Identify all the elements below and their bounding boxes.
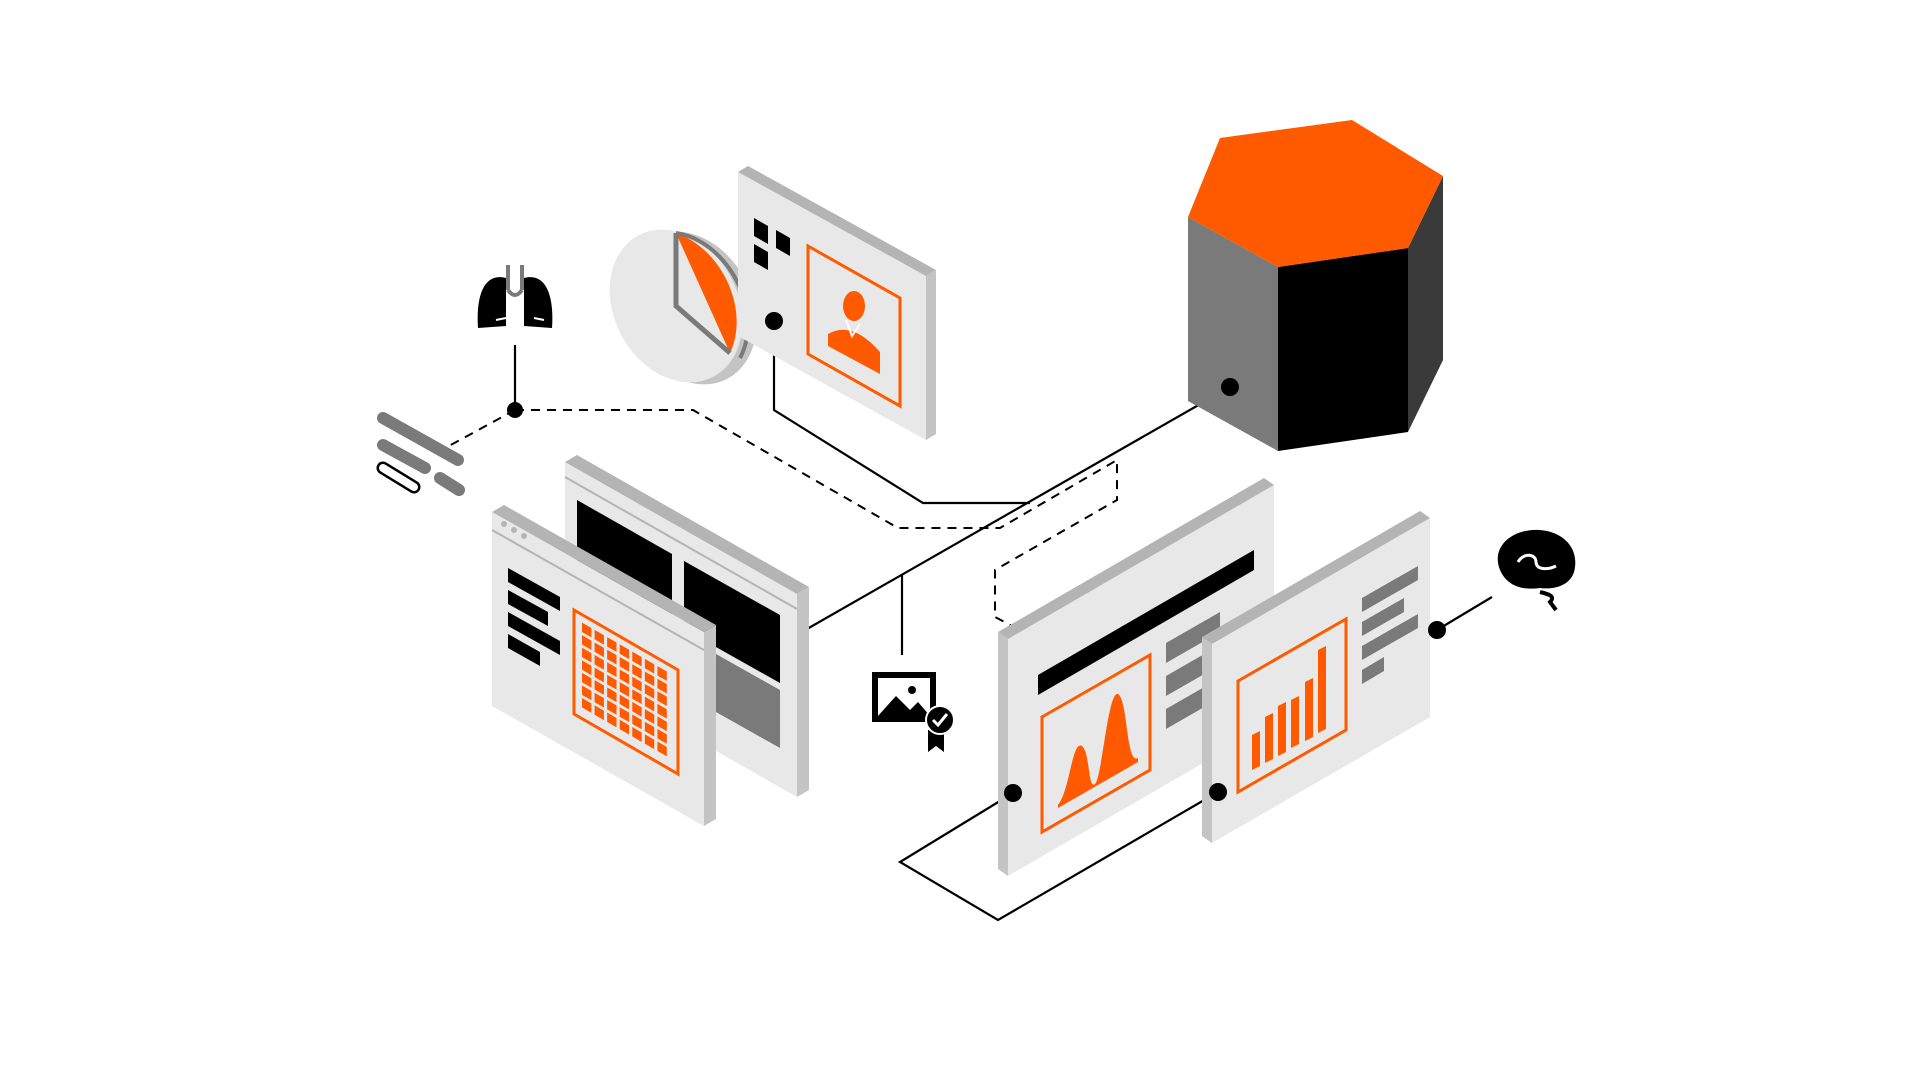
- heatmap-cell: [607, 637, 617, 652]
- heatmap-cell: [619, 682, 630, 697]
- heatmap-border: [572, 607, 680, 777]
- heatmap-cell: [632, 714, 642, 730]
- heatmap-cell: [644, 671, 655, 687]
- heatmap-cell: [632, 651, 642, 667]
- heatmap-cell: [582, 685, 592, 701]
- medical-tools-icon: [376, 412, 465, 496]
- connector-lines: [446, 321, 1493, 922]
- heatmap-cell: [607, 649, 617, 665]
- heatmap-cell: [644, 734, 655, 750]
- text-bars: [508, 568, 560, 666]
- bar-chart-icon: [1236, 616, 1348, 795]
- heatmap-cell: [582, 635, 592, 650]
- lungs-node: [477, 265, 553, 418]
- panel-squares: [754, 218, 790, 270]
- heatmap-cell: [582, 698, 592, 713]
- heatmap-cell: [607, 687, 617, 703]
- heatmap-cell: [619, 707, 630, 723]
- bar-chart-panel: [1202, 511, 1446, 843]
- front-window-panel: [491, 505, 716, 826]
- heatmap-cell: [582, 647, 592, 663]
- heatmap-cell: [644, 709, 655, 724]
- heatmap-cell: [632, 727, 642, 742]
- distribution-curve-icon: [1040, 652, 1152, 835]
- heatmap-cell: [657, 666, 667, 681]
- heatmap-cell: [657, 703, 667, 719]
- connector-profile-to-hub: [772, 321, 1030, 505]
- heatmap-cell: [657, 741, 667, 757]
- heatmap-cell: [632, 701, 642, 717]
- connector-hub-to-hexagon: [799, 386, 1231, 634]
- heatmap-cell: [619, 719, 630, 735]
- heatmap-cell: [644, 696, 655, 712]
- heatmap-cell: [607, 674, 617, 690]
- heatmap-cell: [594, 692, 604, 708]
- dashed-connectors: [446, 409, 1118, 631]
- heatmap-cell: [607, 712, 617, 728]
- heatmap-cell: [594, 629, 604, 645]
- heatmap-cell: [632, 676, 642, 692]
- user-profile-icon: [806, 243, 902, 409]
- heatmap-cell: [594, 642, 604, 658]
- connector-bottom-loop: [897, 791, 1219, 922]
- node-dot: [507, 402, 523, 418]
- checkmark-icon: [931, 713, 949, 728]
- heatmap-cell: [619, 656, 630, 672]
- heatmap-cell: [644, 684, 655, 699]
- brain-icon: [1497, 529, 1576, 612]
- heatmap-cell: [594, 655, 604, 670]
- heatmap-cell: [657, 678, 667, 694]
- heatmap-cell: [632, 689, 642, 705]
- connector-brain-link: [1436, 596, 1493, 631]
- heatmap-cell: [582, 672, 592, 688]
- lungs-icon: [477, 265, 553, 328]
- node-dot: [1004, 784, 1022, 802]
- heatmap-grid-icon: [572, 607, 680, 777]
- heatmap-cell: [582, 622, 592, 638]
- heatmap-cell: [619, 669, 630, 685]
- pie-slice-accent: [676, 233, 737, 353]
- distribution-panel: [998, 478, 1274, 876]
- heatmap-cell: [632, 664, 642, 679]
- node-dot: [1428, 621, 1446, 639]
- node-dot: [765, 312, 783, 330]
- heatmap-cell: [644, 721, 655, 737]
- hexagon-database-icon: [1188, 120, 1443, 451]
- pie-chart: [609, 229, 757, 385]
- text-bars: [1362, 566, 1418, 684]
- heatmap-cell: [607, 662, 617, 678]
- certified-image-icon: [872, 672, 955, 752]
- heatmap-cell: [582, 660, 592, 676]
- heatmap-cell: [657, 716, 667, 732]
- heatmap-cell: [619, 644, 630, 660]
- heatmap-cell: [619, 694, 630, 710]
- node-dot: [1221, 378, 1239, 396]
- heatmap-cell: [594, 705, 604, 721]
- heatmap-cell: [657, 691, 667, 707]
- window-dots: [501, 521, 527, 539]
- certification-badge: [925, 705, 955, 752]
- node-dot: [1209, 783, 1227, 801]
- heatmap-cell: [607, 699, 617, 715]
- heatmap-cell: [594, 680, 604, 695]
- hexagon-top: [1188, 120, 1443, 267]
- heatmap-cell: [657, 728, 667, 744]
- heatmap-cell: [644, 658, 655, 674]
- profile-panel: [738, 166, 936, 440]
- heatmap-cell: [594, 667, 604, 683]
